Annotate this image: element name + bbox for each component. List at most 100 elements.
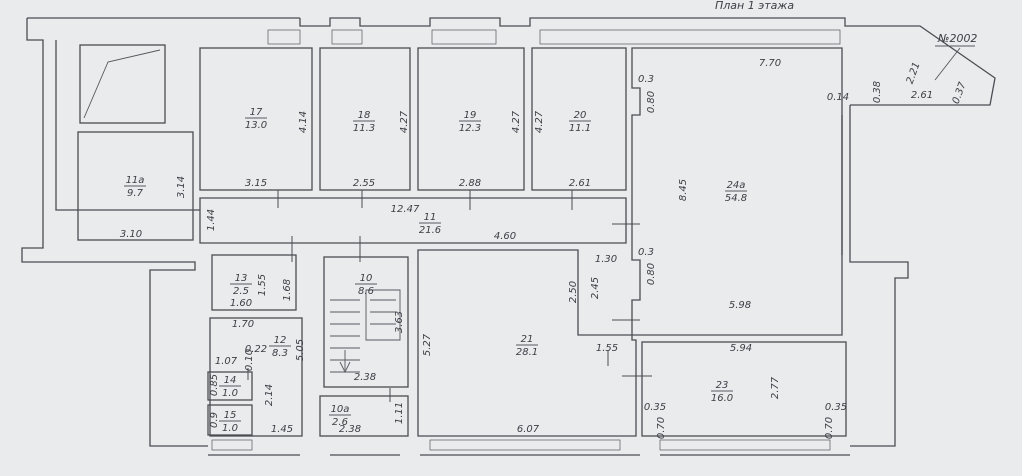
dimension-03b: 0.3 <box>638 247 654 258</box>
room-label-13: 132.5 <box>230 273 252 297</box>
dimension-607: 6.07 <box>517 424 540 435</box>
wall-room-17 <box>199 47 313 191</box>
room-number: 17 <box>250 107 263 118</box>
dimension-460: 4.60 <box>494 231 516 242</box>
stamp-number: №2002 <box>937 32 977 45</box>
dimension-261b: 2.61 <box>569 178 591 189</box>
wall-stair-box <box>79 44 166 124</box>
room-label-11: 11 21.6 <box>419 212 441 236</box>
dimension-038: 0.38 <box>872 81 883 103</box>
window-19 <box>431 29 497 45</box>
dimension-527: 5.27 <box>422 333 433 356</box>
dimension-598: 5.98 <box>729 300 751 311</box>
room-number: 12 <box>274 335 287 346</box>
dimension-250: 2.50 <box>568 281 579 303</box>
dimension-170: 1.70 <box>232 319 254 330</box>
dimension-288: 2.88 <box>459 178 481 189</box>
window-20-24a <box>539 29 841 45</box>
dimension-107: 1.07 <box>215 356 238 367</box>
dimension-080a: 0.80 <box>646 91 657 113</box>
room-area: 21.6 <box>419 225 441 236</box>
room-number: 23 <box>716 380 729 391</box>
wall-room-10 <box>323 256 409 388</box>
room-number: 14 <box>224 375 237 386</box>
dimension-160: 1.60 <box>230 298 252 309</box>
room-area: 9.7 <box>127 188 144 199</box>
dimension-221: 2.21 <box>905 61 923 86</box>
dimension-130: 1.30 <box>595 254 617 265</box>
window-bottom-21 <box>429 439 621 451</box>
room-label-18: 18 11.3 <box>353 110 375 134</box>
dimension-145: 1.45 <box>271 424 293 435</box>
room-label-10: 108.6 <box>355 273 377 297</box>
dimension-315: 3.15 <box>245 178 267 189</box>
room-label-12: 128.3 <box>269 335 291 359</box>
wall-corridor-11 <box>199 197 627 244</box>
room-number: 13 <box>235 273 248 284</box>
room-label-20: 20 11.1 <box>569 110 591 134</box>
dimension-505: 5.05 <box>295 339 306 361</box>
room-area: 28.1 <box>516 347 538 358</box>
door-ticks <box>247 190 652 402</box>
dimension-427c: 4.27 <box>534 110 545 133</box>
window-18 <box>331 29 363 45</box>
wall-room-18 <box>319 47 411 191</box>
wall-room-21 <box>417 249 637 437</box>
windows <box>211 29 841 451</box>
dimension-035b: 0.35 <box>825 402 847 413</box>
wall-room-13 <box>211 254 297 311</box>
dimension-414: 4.14 <box>298 111 309 133</box>
dimension-845: 8.45 <box>678 179 689 201</box>
room-area: 1.0 <box>222 388 238 399</box>
wall-room-20 <box>531 47 627 191</box>
room-area: 11.1 <box>569 123 591 134</box>
outer-wall-top <box>27 17 996 106</box>
dimension-070b: 0.70 <box>824 417 835 439</box>
dimension-214: 2.14 <box>264 384 275 406</box>
wall-room-24a <box>631 47 843 336</box>
room-area: 2.5 <box>233 286 249 297</box>
dimension-080b: 0.80 <box>646 263 657 285</box>
wall-room-12 <box>209 317 303 437</box>
dimension-310: 3.10 <box>120 229 142 240</box>
room-area: 1.0 <box>222 423 238 434</box>
room-area: 16.0 <box>711 393 733 404</box>
room-number: 20 <box>574 110 587 121</box>
room-number: 10а <box>331 404 350 415</box>
wall-room-11a <box>77 131 194 241</box>
dimension-010: 0.10 <box>244 349 255 371</box>
room-number: 11 <box>424 212 437 223</box>
room-number: 15 <box>224 410 237 421</box>
room-area: 13.0 <box>245 120 267 131</box>
stair-arrow <box>339 350 351 374</box>
wall-room-19 <box>417 47 525 191</box>
room-area: 8.3 <box>272 348 288 359</box>
dimension-261: 2.61 <box>911 90 933 101</box>
room-area: 11.3 <box>353 123 375 134</box>
dimension-155a: 1.55 <box>257 274 268 296</box>
wall-room-14 <box>207 371 253 401</box>
room-number: 18 <box>358 110 371 121</box>
dimension-022: 0.22 <box>245 344 267 355</box>
dimension-014: 0.14 <box>827 92 849 103</box>
dimension-111: 1.11 <box>394 402 405 424</box>
dimension-594: 5.94 <box>730 343 752 354</box>
dimension-09: 0.9 <box>209 412 220 428</box>
room-number: 19 <box>464 110 477 121</box>
wall-room-23 <box>641 341 847 437</box>
interior-walls <box>77 44 847 437</box>
dimension-255: 2.55 <box>353 178 375 189</box>
stair-box-diagonal <box>83 49 161 119</box>
dimension-238b: 2.38 <box>339 424 361 435</box>
dimension-035a: 0.35 <box>644 402 666 413</box>
outer-wall-left <box>21 18 208 447</box>
room-label-17: 17 13.0 <box>245 107 267 131</box>
room-label-15: 151.0 <box>219 410 241 434</box>
